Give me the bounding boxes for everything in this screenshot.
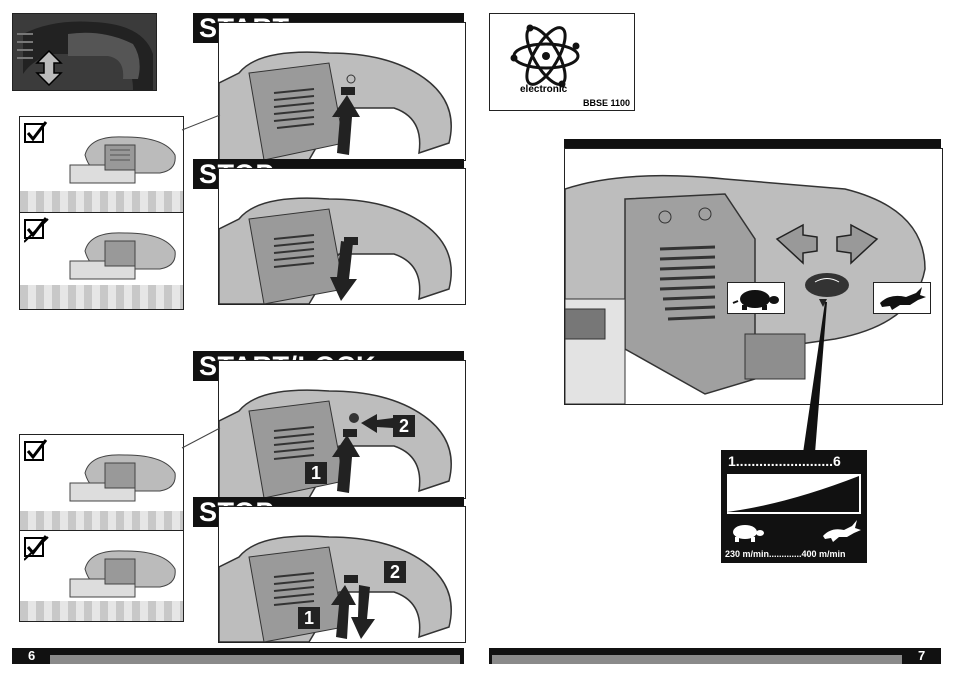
- speed-ramp: [727, 476, 859, 512]
- speed-panel-header-bar: [564, 139, 941, 149]
- speed-dial-illustration: [564, 148, 943, 405]
- callout-lines: [181, 114, 221, 449]
- up-arrow-icon: [331, 585, 356, 639]
- start-lock-illustration: [218, 360, 466, 499]
- tortoise-icon: [732, 290, 779, 310]
- scale-label: 1.........................6: [728, 453, 841, 469]
- speed-range-label: 230 m/min.............400 m/min: [725, 549, 846, 559]
- atom-icon: [510, 24, 580, 88]
- down-arrow-icon: [351, 585, 375, 639]
- hare-icon: [880, 287, 926, 310]
- dial-pointer: [803, 302, 827, 453]
- step-2-badge: 2: [393, 415, 415, 437]
- stop-illustration-1: [218, 168, 466, 305]
- hare-icon: [823, 520, 861, 542]
- page-number-right: 7: [918, 648, 926, 663]
- logo-text: electronic: [520, 84, 568, 95]
- step-1-badge-stop: 1: [298, 607, 320, 629]
- handle-adjust-illustration: [12, 13, 157, 91]
- step-1-badge: 1: [305, 462, 327, 484]
- step-2-badge-stop: 2: [384, 561, 406, 583]
- model-label: BBSE 1100: [582, 98, 630, 108]
- incorrect-usage-panel-bottom: [19, 530, 184, 622]
- up-arrow-icon: [332, 435, 360, 493]
- tortoise-icon: [733, 525, 764, 542]
- stop-illustration-2: [218, 506, 466, 643]
- hare-icon-box: [873, 282, 931, 314]
- electronic-logo-box: electronic BBSE 1100: [489, 13, 635, 111]
- left-arrow-icon: [361, 414, 393, 433]
- double-arrow-icon: [35, 50, 63, 86]
- crossed-check-icon: [24, 535, 49, 561]
- crossed-check-icon: [24, 217, 49, 243]
- correct-usage-panel-bottom: [19, 434, 184, 532]
- incorrect-usage-panel-top: [19, 212, 184, 310]
- page-number-left: 6: [28, 648, 36, 663]
- right-footer-grey: [492, 655, 902, 664]
- stop-header-bar-2: [193, 497, 464, 507]
- checkmark-icon: [24, 121, 48, 143]
- stop-header-bar-1: [193, 159, 464, 169]
- speed-scale-panel: 1.........................6 230 m/min...…: [721, 450, 867, 563]
- up-arrow-icon: [332, 95, 360, 155]
- correct-usage-panel-top: [19, 116, 184, 214]
- tortoise-icon-box: [727, 282, 785, 314]
- down-arrow-icon: [330, 241, 357, 301]
- checkmark-icon: [24, 439, 48, 461]
- start-illustration: [218, 22, 466, 161]
- start-header-bar: [193, 13, 464, 23]
- left-footer-grey: [50, 655, 460, 664]
